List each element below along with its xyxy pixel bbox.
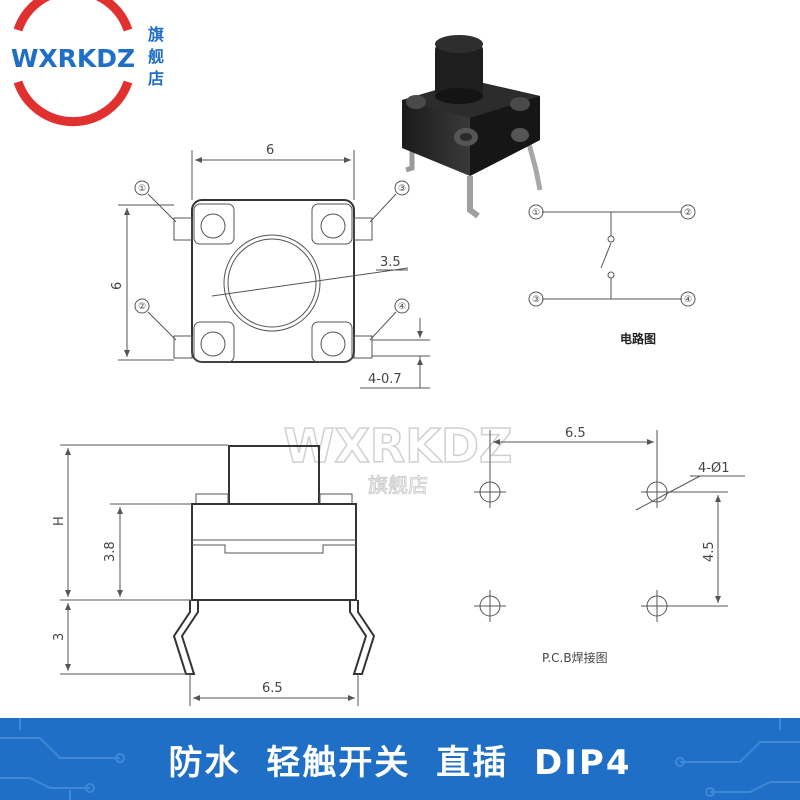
watermark: WXRKDZ 旗舰店 xyxy=(283,418,513,497)
total-height-label: H xyxy=(52,516,67,526)
top-view: 3.5 6 6 4-0.7 ① ③ ② ④ xyxy=(110,143,430,389)
pin-1-marker: ① xyxy=(138,184,146,194)
lead-length-label: 3 xyxy=(52,633,67,641)
circuit-caption: 电路图 xyxy=(620,331,656,346)
title-banner: 防水 轻触开关 直插 DIP4 xyxy=(0,718,800,800)
body-height-label: 3.8 xyxy=(103,541,118,562)
circuit-pattern-left xyxy=(0,718,125,800)
banner-title: 防水 轻触开关 直插 DIP4 xyxy=(168,742,632,783)
pin-4-marker: ④ xyxy=(398,302,406,312)
circuit-pin-4: ④ xyxy=(684,295,692,305)
side-view: H 3.8 3 6.5 xyxy=(52,444,376,706)
logo-store-3: 店 xyxy=(148,69,164,88)
logo-brand: WXRKDZ xyxy=(11,44,135,73)
circuit-pin-2: ② xyxy=(684,208,692,218)
pin-2-marker: ② xyxy=(138,302,146,312)
pcb-hole-pitch-label: 4.5 xyxy=(702,541,717,562)
brand-logo: WXRKDZ 旗 舰 店 xyxy=(11,0,164,127)
circuit-pin-3: ③ xyxy=(532,295,540,305)
lead-width-label: 4-0.7 xyxy=(368,372,402,387)
watermark-brand: WXRKDZ xyxy=(284,419,513,473)
pcb-hole-dia-label: 4-Ø1 xyxy=(698,461,729,476)
logo-store-2: 舰 xyxy=(148,47,164,66)
circuit-diagram: ① ② ③ ④ 电路图 xyxy=(528,204,696,346)
width-dim-label: 6 xyxy=(266,143,274,158)
actuator-diameter-label: 3.5 xyxy=(380,255,401,270)
pin-3-marker: ③ xyxy=(398,184,406,194)
product-photo xyxy=(402,35,543,219)
logo-store-1: 旗 xyxy=(148,25,164,44)
height-dim-label: 6 xyxy=(110,282,125,290)
pcb-caption: P.C.B焊接图 xyxy=(542,650,608,665)
watermark-store: 旗舰店 xyxy=(368,473,428,497)
pcb-footprint: 6.5 4-Ø1 4.5 P.C.B焊接图 xyxy=(474,426,745,665)
lead-span-label: 6.5 xyxy=(262,681,283,696)
circuit-pattern-right xyxy=(675,718,800,797)
pcb-hole-span-label: 6.5 xyxy=(565,426,586,441)
circuit-pin-1: ① xyxy=(532,208,540,218)
